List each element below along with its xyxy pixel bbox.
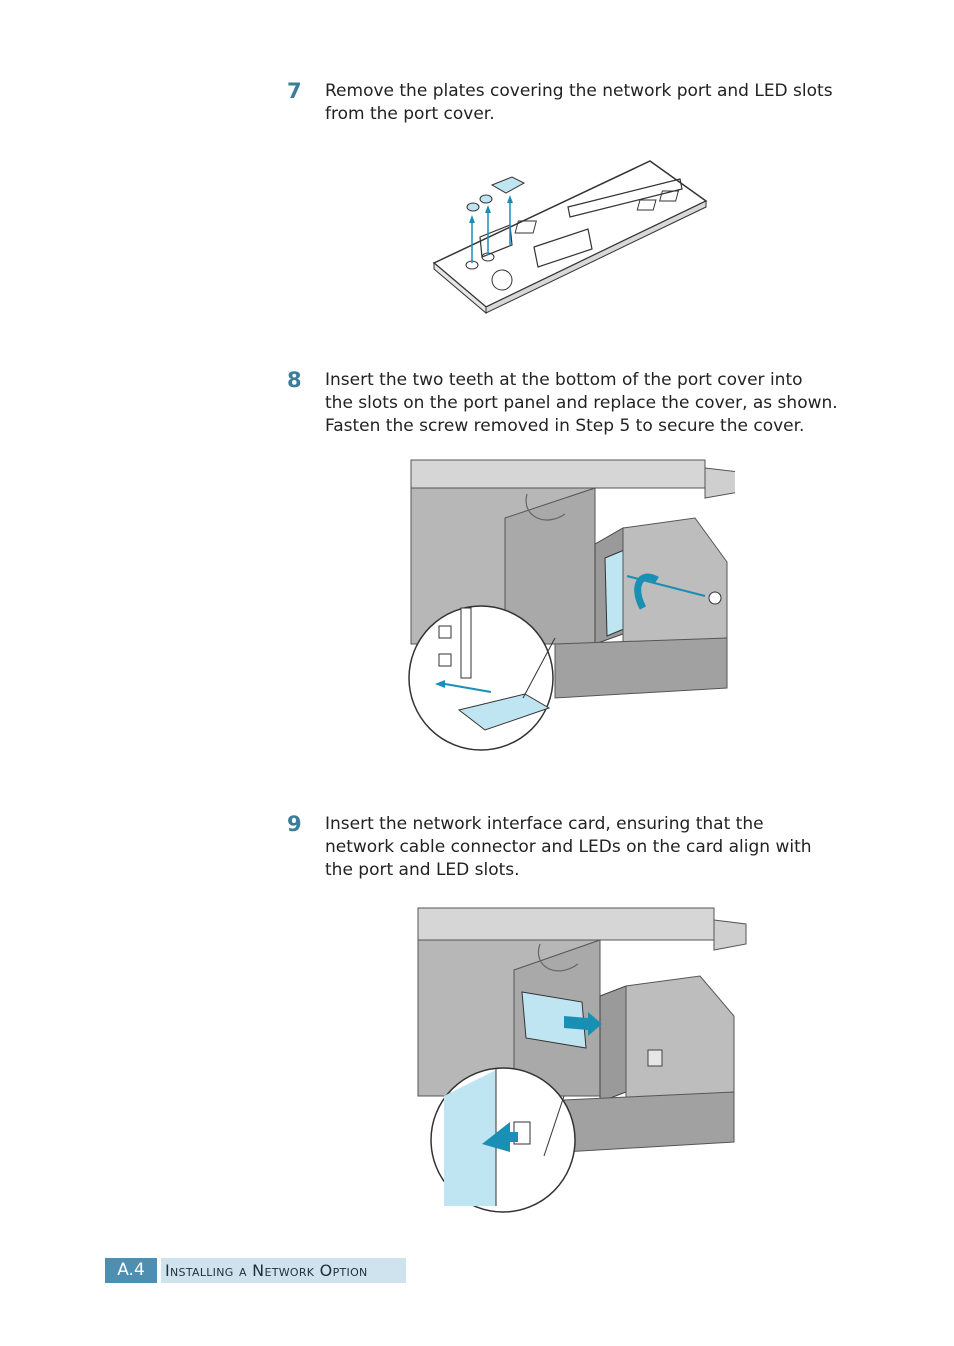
port-cover-install-illustration xyxy=(408,459,735,751)
step-7-text: Remove the plates covering the network p… xyxy=(325,80,865,126)
step-7-line-2: from the port cover. xyxy=(325,104,495,124)
step-7-line-1: Remove the plates covering the network p… xyxy=(325,81,833,101)
step-8-line-3: Fasten the screw removed in Step 5 to se… xyxy=(325,416,805,436)
step-8-text: Insert the two teeth at the bottom of th… xyxy=(325,369,865,438)
step-9-line-3: the port and LED slots. xyxy=(325,860,520,880)
page-number-badge: A.4 xyxy=(105,1258,157,1283)
section-title: Installing a Network Option xyxy=(161,1258,406,1283)
step-8-number: 8 xyxy=(287,368,302,392)
step-8-line-2: the slots on the port panel and replace … xyxy=(325,393,838,413)
network-card-insert-illustration xyxy=(417,907,747,1213)
step-7-number: 7 xyxy=(287,79,302,103)
step-9-number: 9 xyxy=(287,812,302,836)
step-9-line-2: network cable connector and LEDs on the … xyxy=(325,837,812,857)
step-8-line-1: Insert the two teeth at the bottom of th… xyxy=(325,370,803,390)
step-9-text: Insert the network interface card, ensur… xyxy=(325,813,865,882)
step-9-line-1: Insert the network interface card, ensur… xyxy=(325,814,764,834)
port-cover-illustration xyxy=(432,160,708,315)
